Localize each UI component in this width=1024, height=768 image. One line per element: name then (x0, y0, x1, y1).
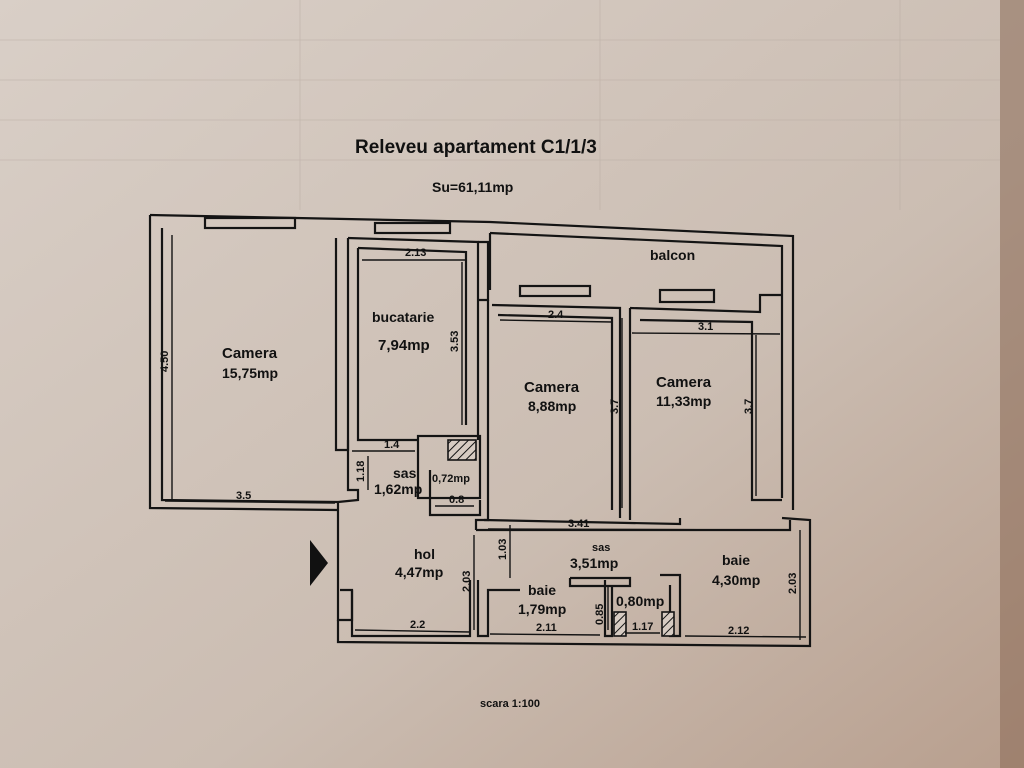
shaft-kitchen (447, 439, 477, 461)
room-name: sas (393, 465, 417, 481)
dimension-labels: 4.50 2.13 3.53 2.4 3.1 3.7 3.7 1.4 1.18 … (159, 247, 799, 637)
room-baie-right: baie 4,30mp (712, 552, 760, 588)
room-camera-right: Camera 11,33mp (656, 374, 712, 409)
room-camera-left: Camera 15,75mp (222, 345, 278, 381)
room-area: 3,51mp (570, 555, 618, 571)
dim-3-53: 3.53 (449, 331, 461, 352)
dim-0-85: 0.85 (594, 604, 606, 625)
dim-3-1: 3.1 (698, 321, 713, 333)
dim-2-03-left: 2.03 (461, 571, 473, 592)
room-name: baie (528, 582, 556, 598)
room-sas-mid: sas 3,51mp (570, 542, 618, 571)
dim-2-4: 2.4 (548, 309, 564, 321)
room-name: balcon (650, 247, 695, 263)
entrance-arrow-icon (310, 540, 328, 586)
room-baie-left: baie 1,79mp (518, 582, 566, 617)
dimension-lines (164, 235, 807, 640)
room-area: 4,30mp (712, 572, 760, 588)
dim-1-18: 1.18 (355, 461, 367, 482)
dim-2-11: 2.11 (536, 622, 557, 634)
dim-1-4: 1.4 (384, 439, 400, 451)
dim-2-12: 2.12 (728, 625, 749, 637)
interior-walls (203, 216, 792, 638)
room-area: 7,94mp (378, 337, 430, 354)
dim-1-03: 1.03 (497, 539, 509, 560)
room-name: Camera (656, 374, 712, 391)
room-name: bucatarie (372, 309, 434, 325)
room-sas-left: sas 1,62mp (374, 465, 422, 497)
room-bucatarie: bucatarie 7,94mp (372, 309, 434, 354)
room-camera-mid: Camera 8,88mp (524, 379, 580, 414)
dim-3-41: 3.41 (568, 518, 589, 530)
dim-3-7-mid: 3.7 (609, 399, 621, 414)
outer-walls (148, 213, 812, 648)
dim-2-2: 2.2 (410, 619, 425, 631)
room-closet: 0,72mp (432, 473, 470, 485)
room-area: 4,47mp (395, 564, 443, 580)
room-area: 11,33mp (656, 393, 711, 409)
dim-2-13: 2.13 (405, 247, 426, 259)
paper-grid (0, 0, 1000, 210)
room-area: 0,72mp (432, 473, 470, 485)
room-area: 8,88mp (528, 398, 576, 414)
room-wc: 0,80mp (616, 593, 664, 609)
room-balcon: balcon (650, 247, 695, 263)
scale-label: scara 1:100 (480, 698, 540, 710)
dim-0-8: 0.8 (449, 494, 464, 506)
room-name: baie (722, 552, 750, 568)
room-hol: hol 4,47mp (395, 546, 443, 580)
shaft-wc-right (661, 611, 675, 637)
total-area: Su=61,11mp (432, 179, 513, 195)
room-name: hol (414, 546, 435, 562)
room-area: 15,75mp (222, 365, 278, 381)
dim-4-50: 4.50 (159, 351, 171, 372)
room-area: 1,79mp (518, 601, 566, 617)
paper-edge-shadow (1000, 0, 1024, 768)
room-name: sas (592, 542, 610, 554)
dim-3-7-right: 3.7 (743, 399, 755, 414)
shaft-wc-left (613, 611, 627, 637)
room-name: Camera (222, 345, 278, 362)
plan-title: Releveu apartament C1/1/3 (355, 137, 597, 158)
room-name: Camera (524, 379, 580, 396)
room-area: 0,80mp (616, 593, 664, 609)
dim-3-5: 3.5 (236, 490, 251, 502)
room-area: 1,62mp (374, 481, 422, 497)
dim-2-03-right: 2.03 (787, 573, 799, 594)
dim-1-17: 1.17 (632, 621, 653, 633)
